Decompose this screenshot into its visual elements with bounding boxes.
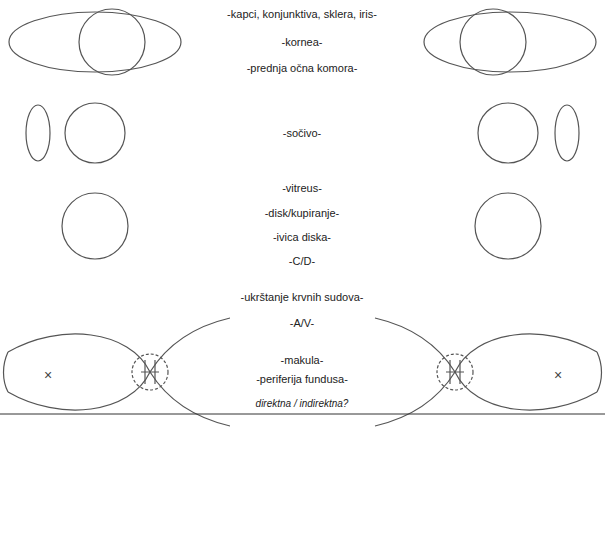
vessel-arcade [8, 334, 150, 372]
vessel-arcade [455, 372, 597, 410]
lens-front [478, 103, 538, 163]
disc-vessels [446, 360, 464, 384]
eye-outline [9, 12, 181, 72]
exam-field-label: -A/V- [288, 317, 316, 330]
disc-circle [475, 193, 541, 259]
exam-field-label: -kapci, konjunktiva, sklera, iris- [225, 8, 379, 21]
vessel-arcade [375, 318, 455, 372]
exam-field-label: -kornea- [280, 36, 325, 49]
exam-field-label: -ivica diska- [271, 231, 333, 244]
optic-disc [132, 354, 168, 390]
lens-front [65, 103, 125, 163]
disc-vessels [141, 360, 159, 384]
exam-field-label: -periferija fundusa- [254, 373, 350, 386]
vessel-arcade [455, 334, 597, 372]
exam-field-label: -C/D- [287, 255, 317, 268]
macula-mark: × [552, 369, 564, 382]
iris-circle [460, 9, 526, 75]
exam-field-label: -prednja očna komora- [245, 62, 360, 75]
vessel-arcade [597, 352, 602, 392]
disc-circle [62, 193, 128, 259]
exam-field-label: -vitreus- [280, 182, 324, 195]
vessel-arcade [150, 318, 230, 372]
exam-field-label: -sočivo- [281, 127, 324, 140]
vessel-arcade [150, 372, 230, 426]
exam-field-label: -makula- [279, 354, 326, 367]
exam-field-label: -disk/kupiranje- [263, 207, 342, 220]
iris-circle [79, 9, 145, 75]
vessel-arcade [8, 372, 150, 410]
vessel-arcade [375, 372, 455, 426]
vessel-arcade [4, 352, 9, 392]
lens-side [555, 105, 579, 161]
optic-disc [437, 354, 473, 390]
exam-field-label: -ukrštanje krvnih sudova- [239, 291, 366, 304]
eye-outline [424, 12, 596, 72]
lens-side [26, 105, 50, 161]
macula-mark: × [42, 369, 54, 382]
form-rule [0, 414, 605, 415]
exam-field-label: direktna / indirektna? [254, 397, 351, 410]
